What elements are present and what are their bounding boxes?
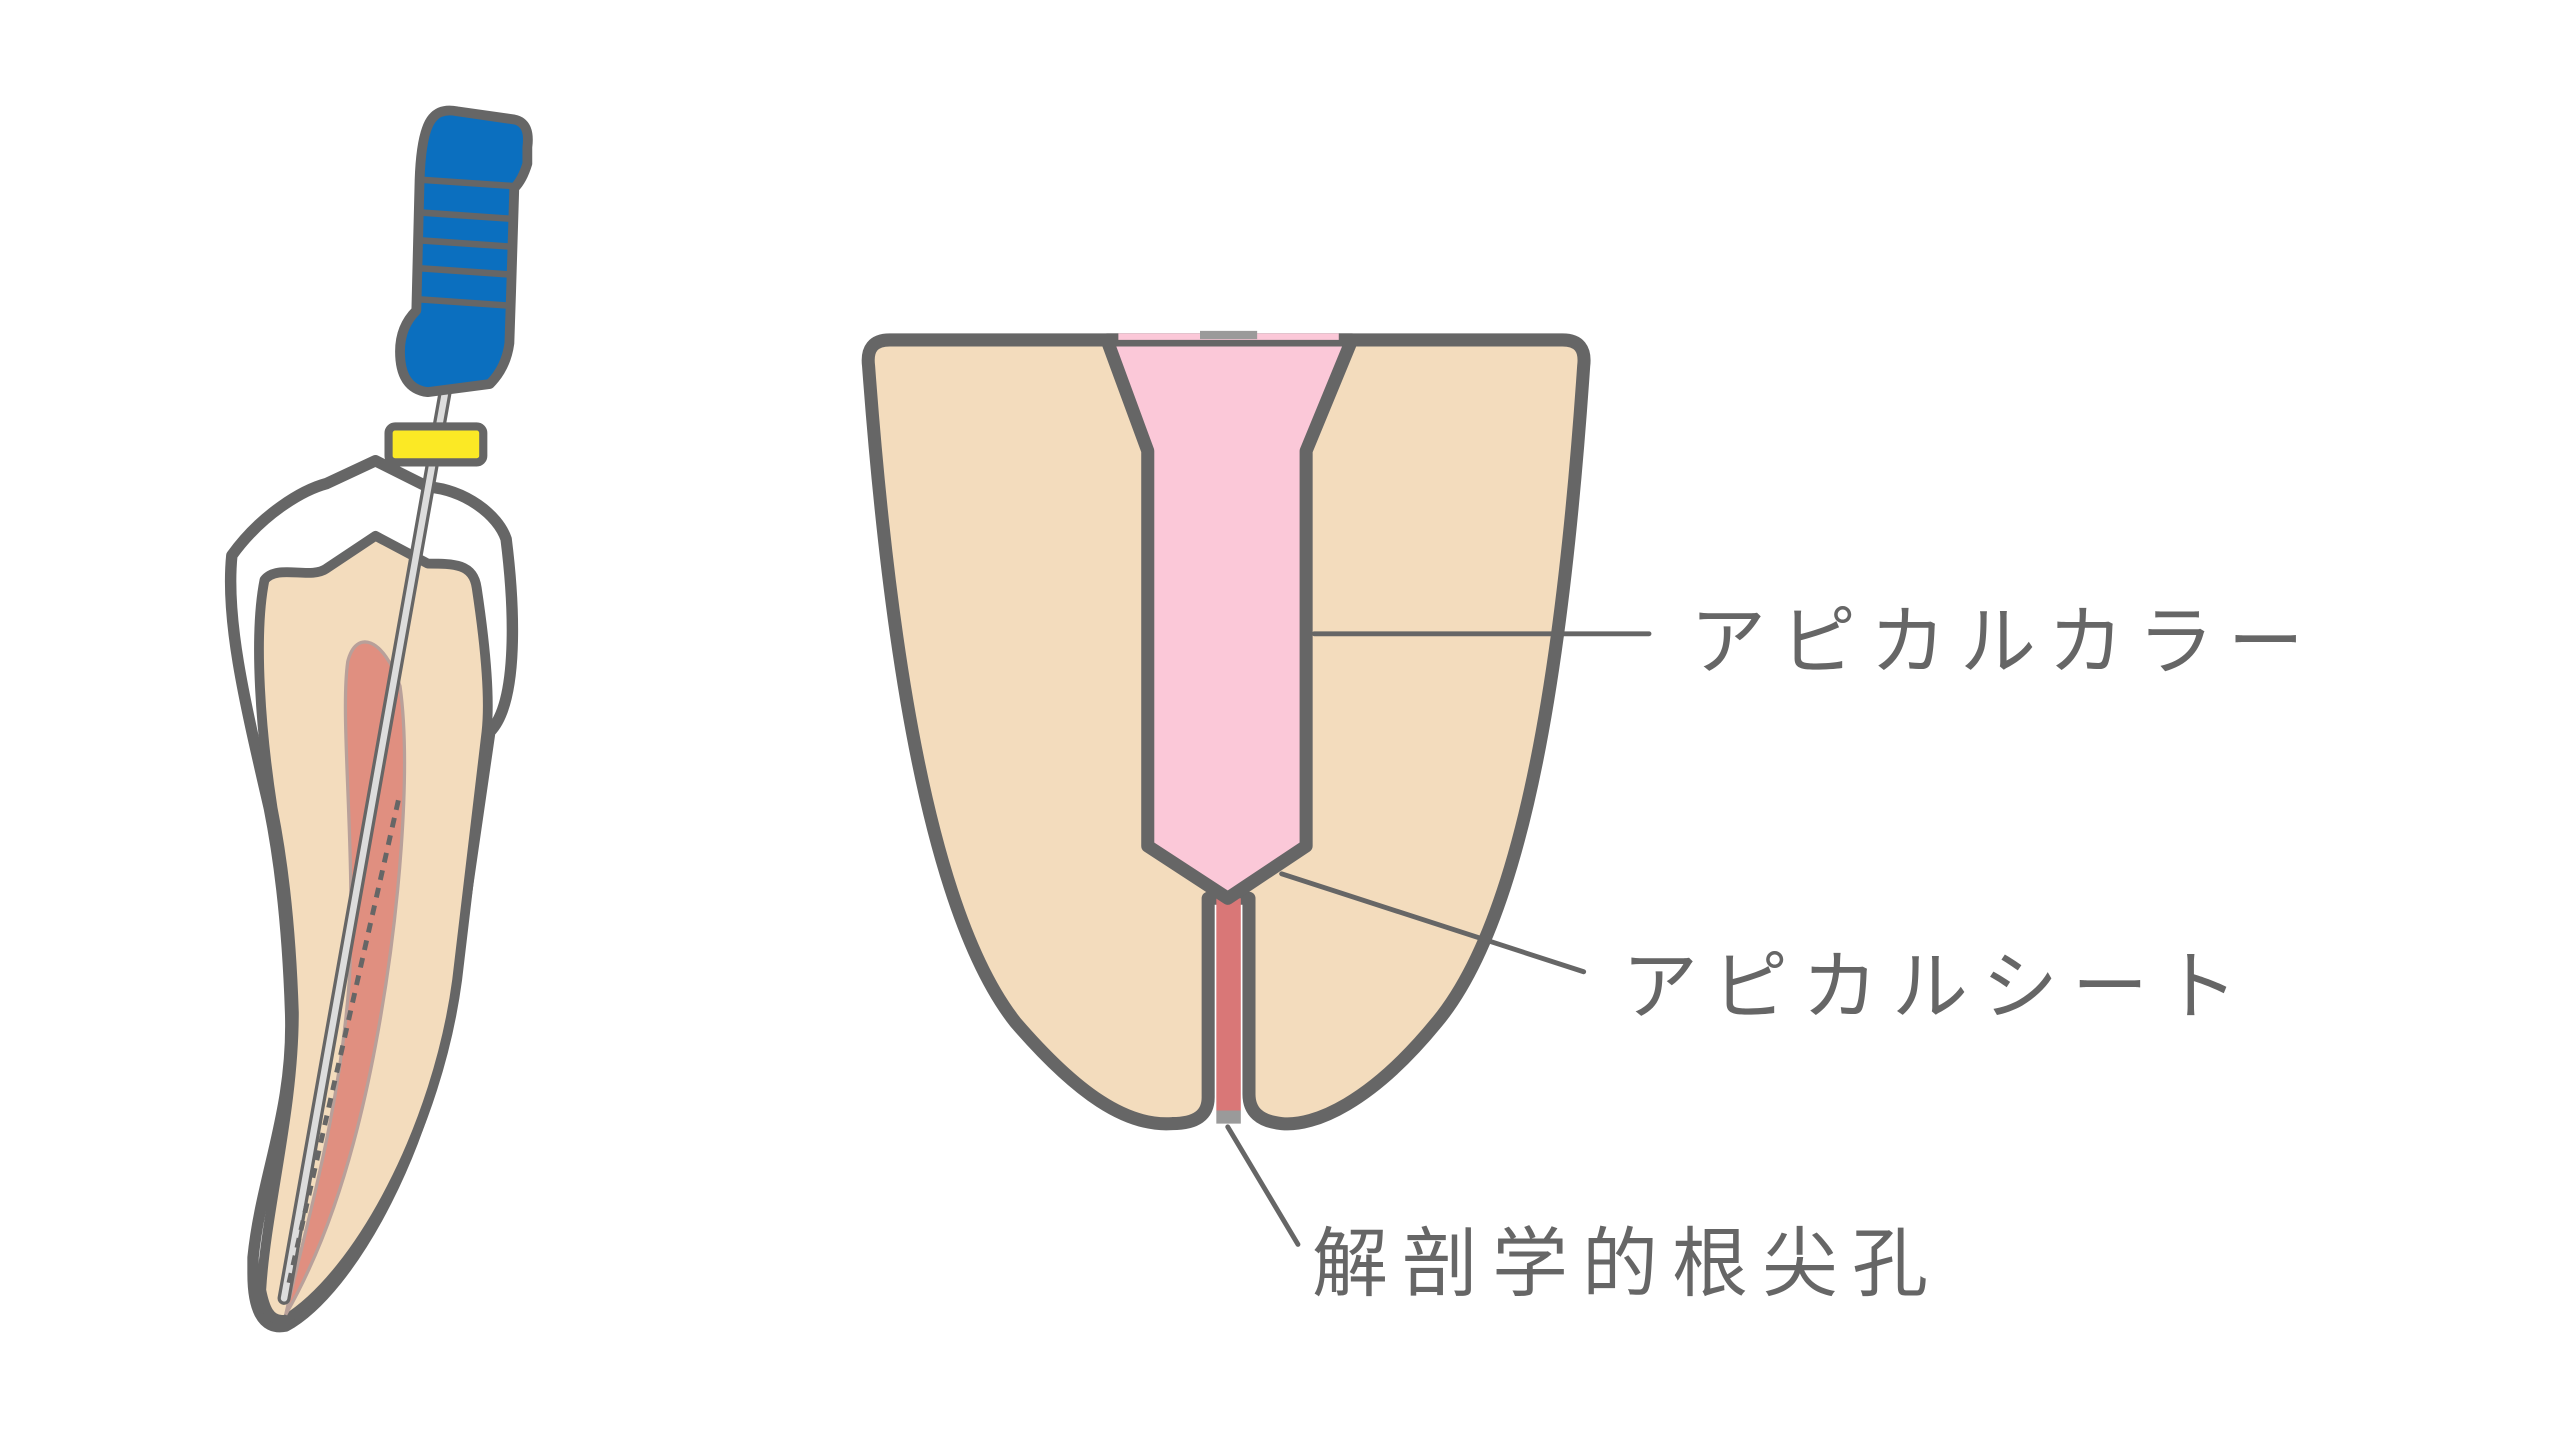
label-anatomical-apex: 解剖学的根尖孔 <box>1312 1219 1942 1308</box>
file-flutes <box>284 799 401 1291</box>
file-handle <box>395 105 533 398</box>
rubber-stopper <box>384 422 488 467</box>
leader-lines <box>1225 631 1652 1247</box>
root-cross-section <box>861 330 1591 1131</box>
file-shaft <box>280 385 449 1302</box>
apical-canal <box>1216 898 1241 1111</box>
file-handle-grooves <box>416 176 520 309</box>
apical-collar-filling <box>1100 333 1359 905</box>
leader-apical-seat <box>1279 871 1587 975</box>
tooth-with-file-illustration <box>224 105 533 1333</box>
label-apical-collar: アピカルカラー <box>1690 597 2318 686</box>
leader-anatomical-apex <box>1225 1124 1301 1247</box>
label-apical-seat: アピカルシート <box>1622 942 2252 1031</box>
